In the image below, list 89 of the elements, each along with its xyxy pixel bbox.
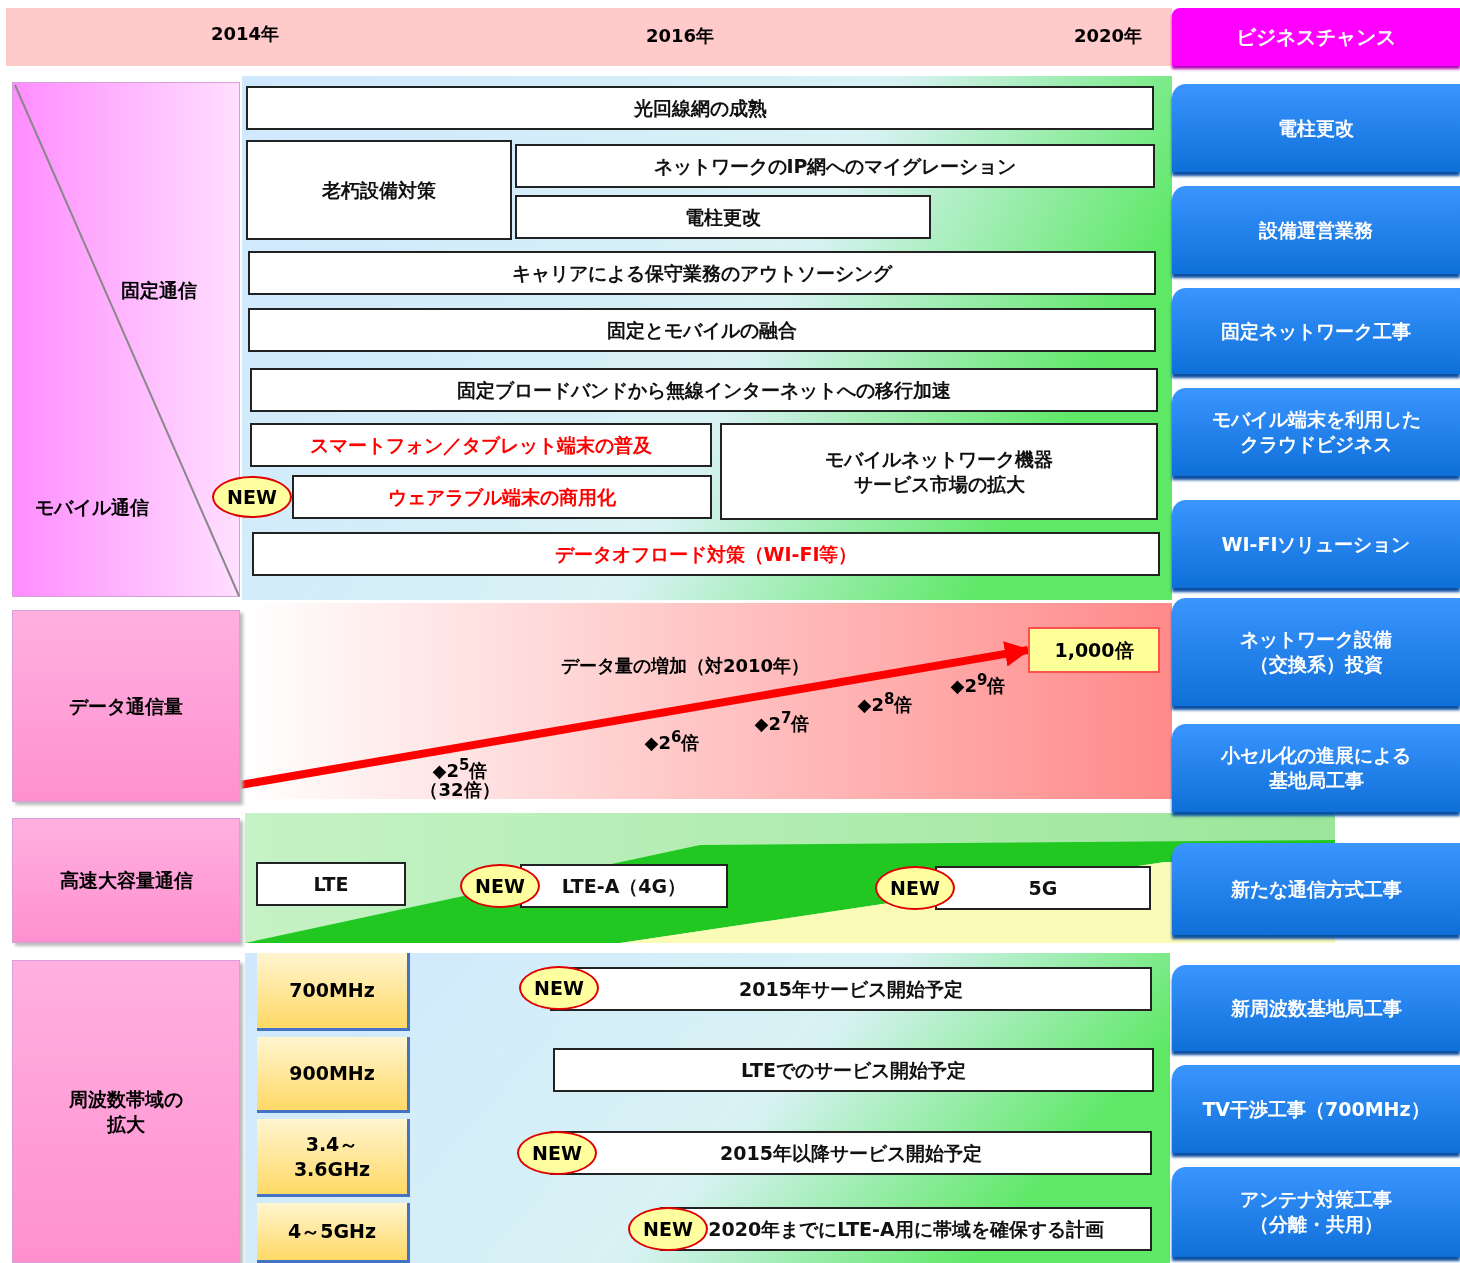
badge-label: NEW <box>643 1216 693 1242</box>
box-label: LTEでのサービス開始予定 <box>741 1057 966 1083</box>
box-label: 設備運営業務 <box>1259 217 1373 243</box>
box-label: データオフロード対策（WI-FI等） <box>554 541 858 567</box>
badge-label: NEW <box>890 875 940 901</box>
frequency-box <box>257 1203 410 1263</box>
business-box <box>1172 965 1460 1051</box>
badge-label: NEW <box>534 975 584 1001</box>
value-box <box>1028 627 1160 673</box>
badge-label: NEW <box>475 873 525 899</box>
box-label: ネットワーク設備（交換系）投資 <box>1239 627 1393 677</box>
business-box <box>1172 724 1460 812</box>
text-box <box>515 144 1155 188</box>
box-label: アンテナ対策工事（分離・共用） <box>1239 1187 1393 1237</box>
business-box <box>1172 500 1460 588</box>
box-label: LTE-A（4G） <box>561 873 687 899</box>
text-box <box>248 251 1156 295</box>
data-point-label: ◆2$^{9}$倍 <box>950 671 1006 698</box>
text-box <box>246 140 512 240</box>
box-label: 電柱更改 <box>1278 115 1354 141</box>
box-label: モバイル端末を利用したクラウドビジネス <box>1210 407 1422 457</box>
box-label: キャリアによる保守業務のアウトソーシング <box>512 260 892 286</box>
year-label: 2016年 <box>645 24 715 48</box>
axis-note: データ量の増加（対2010年） <box>560 654 810 678</box>
data-point-label: ◆2$^{5}$倍 <box>432 756 488 781</box>
box-label: 電柱更改 <box>685 204 761 230</box>
data-point-label: ◆2$^{6}$倍 <box>644 728 700 755</box>
box-label: 周波数帯域の拡大 <box>68 1086 184 1137</box>
business-box <box>1172 843 1460 935</box>
data-point-label: ◆2$^{7}$倍 <box>754 709 810 736</box>
box-label: LTE <box>313 871 349 897</box>
frequency-box <box>257 1037 410 1113</box>
box-label: 固定ブロードバンドから無線インターネットへの移行加速 <box>457 377 951 403</box>
business-box <box>1172 598 1460 706</box>
box-label: ネットワークのIP網へのマイグレーション <box>653 153 1017 179</box>
frequency-box <box>257 953 410 1031</box>
box-label: 老朽設備対策 <box>322 177 436 203</box>
year-label: 2014年 <box>210 22 280 46</box>
text-box <box>252 532 1160 576</box>
data-point-label: ◆2$^{8}$倍 <box>857 690 913 717</box>
box-label: スマートフォン／タブレット端末の普及 <box>310 432 652 458</box>
box-label: データ通信量 <box>69 693 183 719</box>
business-box <box>1172 84 1460 172</box>
box-label: 新たな通信方式工事 <box>1230 876 1402 902</box>
year-label: 2020年 <box>1073 24 1143 48</box>
business-box <box>1172 1065 1460 1153</box>
box-label: 900MHz <box>289 1061 375 1086</box>
box-label: 5G <box>1028 875 1058 901</box>
box-label: 2020年までにLTE-A用に帯域を確保する計画 <box>708 1216 1104 1242</box>
text-box <box>250 423 712 467</box>
business-box <box>1172 288 1460 374</box>
category-panel <box>12 610 240 802</box>
box-label: ビジネスチャンス <box>1236 24 1396 50</box>
box-label: 光回線網の成熟 <box>633 95 767 121</box>
text-box <box>720 423 1158 520</box>
box-label: 小セル化の進展による基地局工事 <box>1220 743 1412 793</box>
text-box <box>246 86 1154 130</box>
box-label: 2015年サービス開始予定 <box>739 976 963 1002</box>
box-label: WI-FIソリューション <box>1221 531 1411 557</box>
box-label: 700MHz <box>289 978 375 1003</box>
box-label: 1,000倍 <box>1054 637 1134 663</box>
frequency-box <box>257 1119 410 1197</box>
header-box <box>1172 8 1460 66</box>
category-panel <box>12 818 240 943</box>
badge-label: NEW <box>532 1140 582 1166</box>
text-box <box>248 308 1156 352</box>
category-panel <box>12 960 240 1263</box>
data-point-label: （32倍） <box>420 779 500 802</box>
box-label: モバイルネットワーク機器サービス市場の拡大 <box>824 446 1054 497</box>
box-label: 2015年以降サービス開始予定 <box>720 1140 982 1166</box>
badge-label: NEW <box>227 484 277 510</box>
business-box <box>1172 388 1460 476</box>
text-box <box>292 475 712 519</box>
box-label: 高速大容量通信 <box>59 868 193 893</box>
business-box <box>1172 1167 1460 1257</box>
business-box <box>1172 186 1460 274</box>
text-box <box>256 862 406 906</box>
box-label: 3.4～3.6GHz <box>292 1131 372 1182</box>
text-box <box>250 368 1158 412</box>
text-box <box>553 1048 1154 1092</box>
box-label: TV干渉工事（700MHz） <box>1202 1096 1430 1122</box>
category-label: 固定通信 <box>121 278 197 303</box>
box-label: 4～5GHz <box>288 1219 376 1244</box>
box-label: ウェアラブル端末の商用化 <box>388 484 616 510</box>
text-box <box>515 195 931 239</box>
box-label: 新周波数基地局工事 <box>1230 995 1402 1021</box>
box-label: 固定ネットワーク工事 <box>1221 318 1411 344</box>
category-label: モバイル通信 <box>35 495 149 520</box>
box-label: 固定とモバイルの融合 <box>607 317 797 343</box>
